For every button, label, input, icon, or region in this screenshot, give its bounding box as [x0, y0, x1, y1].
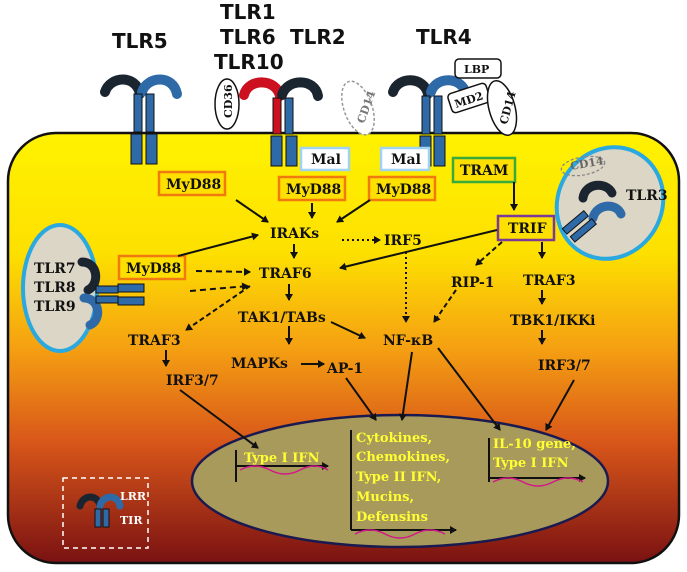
tak1-node: TAK1/TABs [238, 310, 326, 326]
myd88-label-tlr4: MyD88 [376, 182, 431, 198]
tlr10-label: TLR10 [214, 50, 284, 74]
irf37-left-node: IRF3/7 [166, 373, 219, 389]
tlr6-label: TLR6 [220, 25, 276, 49]
legend-lrr-label: LRR [120, 490, 147, 503]
iraks-node: IRAKs [270, 226, 319, 242]
tlr2-label: TLR2 [290, 25, 346, 49]
ap1-node: AP-1 [326, 361, 363, 377]
tlr4-label: TLR4 [416, 25, 472, 49]
tlr5-label: TLR5 [112, 29, 168, 53]
nucleus-mid-line-2: Chemokines, [356, 450, 450, 465]
irf37-right-node: IRF3/7 [538, 358, 591, 374]
myd88-box-tlr5 [157, 170, 227, 197]
cd14-oval-tlr4 [486, 79, 518, 137]
myd88-box-tlr2 [277, 175, 347, 202]
tram-label: TRAM [460, 163, 508, 179]
mal-label-tlr2: Mal [311, 152, 341, 168]
tlr1-label: TLR1 [220, 0, 276, 24]
trif-box [496, 214, 556, 242]
tlr7-8-9-receptor [77, 257, 145, 330]
myd88-label-tlr2: MyD88 [286, 182, 341, 198]
cd14-oval-tlr3 [560, 155, 606, 177]
mapks-node: MAPKs [231, 356, 288, 372]
myd88-box-tlr4 [367, 175, 437, 202]
mal-label-tlr4: Mal [391, 152, 421, 168]
irf5-node: IRF5 [384, 233, 422, 249]
traf6-node: TRAF6 [259, 266, 312, 282]
legend-box [62, 477, 149, 549]
nfkb-node: NF-κB [383, 333, 433, 349]
rip1-node: RIP-1 [451, 275, 495, 291]
nucleus-right-line-2: Type I IFN [493, 456, 569, 471]
myd88-label-endosome: MyD88 [126, 261, 181, 277]
trif-label: TRIF [508, 221, 547, 237]
lbp-label: LBP [464, 63, 489, 76]
traf3-right-node: TRAF3 [523, 273, 576, 289]
nucleus-mid-line-4: Mucins, [356, 490, 414, 505]
myd88-label-tlr5: MyD88 [166, 177, 221, 193]
tbk1-node: TBK1/IKKi [510, 313, 595, 329]
cd14-oval-tlr2 [340, 80, 376, 136]
tlr3-receptor [561, 180, 626, 243]
cd14-label-tlr3: CD14 [569, 154, 605, 173]
gene-markers [235, 430, 586, 539]
myd88-box-endosome [117, 254, 187, 281]
tlr2-heterodimer [239, 77, 323, 167]
cd36-oval [214, 78, 240, 130]
legend-receptor-icon [76, 493, 124, 528]
tlr8-label: TLR8 [34, 280, 76, 296]
tlr3-label: TLR3 [626, 188, 668, 204]
nucleus-type1-ifn: Type I IFN [244, 451, 320, 466]
tlr9-label: TLR9 [34, 299, 76, 315]
lbp-box [454, 58, 502, 79]
pathway-arrows [162, 182, 575, 449]
nucleus-mid-line-1: Cytokines, [356, 431, 432, 446]
nucleus-right-line-1: IL-10 gene, [493, 437, 576, 452]
tram-box [451, 156, 517, 184]
nucleus-mid-line-5: Defensins [356, 510, 428, 525]
tlr5-receptor [100, 74, 182, 165]
traf3-left-node: TRAF3 [128, 333, 181, 349]
legend-tir-label: TIR [120, 514, 143, 527]
nucleus-mid-line-3: Type II IFN, [356, 470, 441, 485]
cd36-label: CD36 [222, 84, 235, 118]
mal-box-tlr2 [299, 146, 351, 172]
mal-box-tlr4 [379, 146, 431, 172]
tlr7-label: TLR7 [34, 261, 76, 277]
